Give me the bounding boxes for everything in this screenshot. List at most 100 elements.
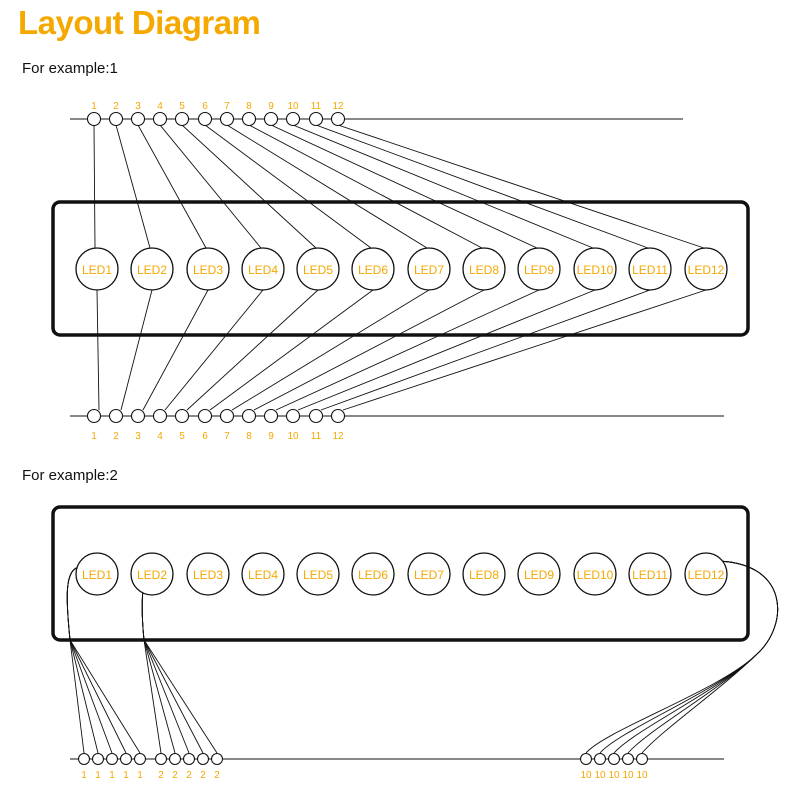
top-pin-label: 4 xyxy=(157,101,163,112)
top-wire xyxy=(181,124,317,249)
bottom-pin xyxy=(219,408,235,424)
ex2-led-label: LED3 xyxy=(193,568,223,582)
ex2-pin-label: 1 xyxy=(123,770,129,781)
top-wire xyxy=(137,124,207,249)
bottom-wire xyxy=(342,289,707,411)
ex2-pin xyxy=(105,752,119,766)
ex2-led-label: LED4 xyxy=(248,568,278,582)
ex2-pin-label: 2 xyxy=(200,770,206,781)
bottom-pin-label: 11 xyxy=(311,431,322,442)
top-wire xyxy=(315,124,649,249)
top-wire xyxy=(159,124,262,249)
ex2-led-circle xyxy=(351,552,395,596)
top-pin xyxy=(86,111,102,127)
ex2-pin-label: 1 xyxy=(109,770,115,781)
bottom-pin xyxy=(263,408,279,424)
ex2-wire-led12 xyxy=(641,560,778,754)
led-circle xyxy=(573,247,617,291)
top-pin-label: 11 xyxy=(311,101,322,112)
ex2-led-circle xyxy=(296,552,340,596)
ex2-pin-label: 2 xyxy=(186,770,192,781)
ex2-pin-label: 1 xyxy=(81,770,87,781)
top-pin-label: 9 xyxy=(268,101,274,112)
bottom-pin xyxy=(197,408,213,424)
top-pin xyxy=(330,111,346,127)
top-pin-label: 8 xyxy=(246,101,252,112)
bottom-pin xyxy=(330,408,346,424)
page-title: Layout Diagram xyxy=(18,4,261,41)
bottom-wire xyxy=(320,289,651,411)
bottom-wire xyxy=(253,289,485,411)
ex2-pin-label: 2 xyxy=(172,770,178,781)
ex2-led-label: LED1 xyxy=(82,568,112,582)
bottom-wire xyxy=(209,289,374,411)
ex2-led-circle xyxy=(241,552,285,596)
top-pin-label: 1 xyxy=(91,101,97,112)
bottom-wire xyxy=(231,289,430,411)
led-panel-1 xyxy=(51,200,750,337)
led-label: LED2 xyxy=(137,263,167,277)
bottom-wire xyxy=(186,289,319,411)
bottom-wire xyxy=(164,289,264,411)
top-wire xyxy=(248,124,483,249)
bottom-wire xyxy=(96,289,100,411)
top-pin-label: 3 xyxy=(135,101,141,112)
top-pin xyxy=(197,111,213,127)
ex2-led-label: LED6 xyxy=(358,568,388,582)
led-label: LED7 xyxy=(414,263,444,277)
ex2-wire-led1 xyxy=(66,566,85,754)
top-wire xyxy=(226,124,428,249)
ex2-pin-label: 2 xyxy=(158,770,164,781)
led-label: LED8 xyxy=(469,263,499,277)
ex2-wire-led12 xyxy=(599,560,778,754)
ex2-led-label: LED10 xyxy=(577,568,614,582)
bottom-pin-label: 4 xyxy=(157,431,163,442)
example-1-label: For example:1 xyxy=(22,60,118,77)
ex2-led-circle xyxy=(517,552,561,596)
ex2-led-circle xyxy=(628,552,672,596)
bottom-pin-label: 7 xyxy=(224,431,230,442)
bottom-pin xyxy=(285,408,301,424)
bottom-wire xyxy=(297,289,596,411)
top-pin-label: 10 xyxy=(287,101,299,112)
led-circle xyxy=(351,247,395,291)
ex2-pin xyxy=(210,752,224,766)
led-circle xyxy=(75,247,119,291)
led-label: LED5 xyxy=(303,263,333,277)
top-wire xyxy=(204,124,372,249)
top-pin-label: 2 xyxy=(113,101,119,112)
ex2-pin-label: 10 xyxy=(622,770,634,781)
top-wire xyxy=(115,124,151,249)
bottom-pin-label: 1 xyxy=(91,431,97,442)
top-pin xyxy=(174,111,190,127)
top-pin xyxy=(130,111,146,127)
bottom-pin-label: 10 xyxy=(287,431,299,442)
ex2-pin xyxy=(168,752,182,766)
top-pin xyxy=(219,111,235,127)
ex2-pin xyxy=(635,752,649,766)
ex2-led-label: LED9 xyxy=(524,568,554,582)
bottom-wire xyxy=(120,289,153,411)
bottom-pin-label: 8 xyxy=(246,431,252,442)
ex2-pin xyxy=(133,752,147,766)
top-pin xyxy=(241,111,257,127)
ex2-pin xyxy=(154,752,168,766)
ex2-pin-label: 10 xyxy=(636,770,648,781)
top-pin-label: 12 xyxy=(332,101,344,112)
bottom-pin-label: 2 xyxy=(113,431,119,442)
top-wire xyxy=(270,124,538,249)
bottom-wire xyxy=(275,289,540,411)
ex2-led-label: LED11 xyxy=(632,568,668,582)
bottom-pin xyxy=(86,408,102,424)
bottom-pin xyxy=(108,408,124,424)
top-pin xyxy=(108,111,124,127)
ex2-pin xyxy=(607,752,621,766)
led-label: LED6 xyxy=(358,263,388,277)
led-label: LED1 xyxy=(82,263,112,277)
ex2-led-circle xyxy=(462,552,506,596)
top-pin xyxy=(263,111,279,127)
led-circle xyxy=(186,247,230,291)
ex2-led-label: LED5 xyxy=(303,568,333,582)
